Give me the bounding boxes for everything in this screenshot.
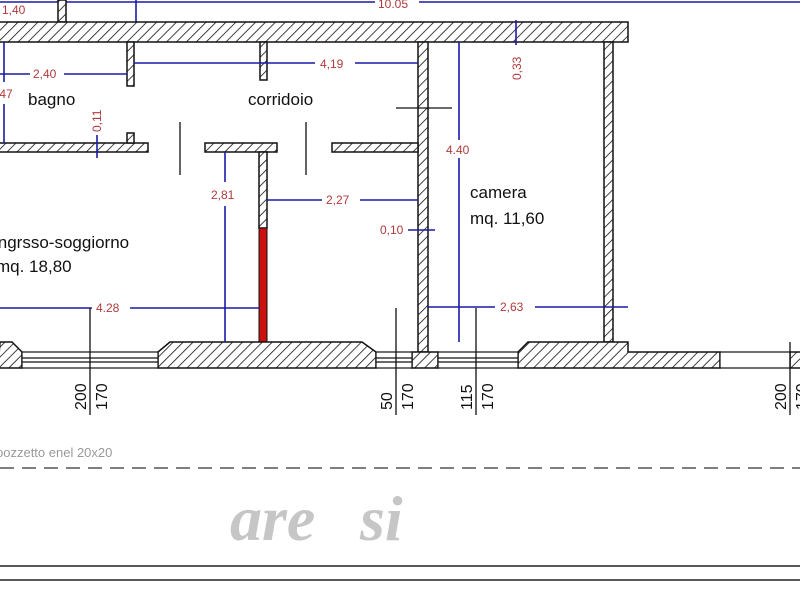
opening-2-bottom: 170 [400, 383, 417, 410]
opening-2-top: 50 [379, 392, 396, 410]
dimension-lines [0, 20, 628, 342]
walls [0, 0, 800, 369]
opening-labels: 200 170 50 170 115 170 200 170 [73, 308, 800, 415]
room-camera: camera [470, 183, 527, 202]
highlight-wall [258, 227, 268, 343]
opening-3-top: 115 [459, 384, 476, 410]
room-soggiorno-area: mq. 18,80 [0, 257, 72, 276]
dim-top-total: 10.05 [378, 0, 408, 11]
dim-camera-height: 4.40 [446, 143, 470, 157]
dim-bagno-width: 2,40 [33, 67, 57, 81]
dim-top-left: 1,40 [2, 3, 26, 17]
dim-bagno-height: ,47 [0, 87, 13, 101]
opening-4-top: 200 [773, 383, 790, 410]
dim-wall-011: 0,11 [90, 109, 104, 132]
svg-text:si: si [359, 483, 403, 554]
watermark: are si [230, 483, 403, 554]
opening-3-bottom: 170 [480, 383, 497, 410]
room-corridoio: corridoio [248, 90, 313, 109]
dim-wall-010: 0,10 [380, 223, 404, 237]
note-pozzetto: pozzetto enel 20x20 [0, 445, 112, 460]
dim-corridoio-width: 4,19 [320, 57, 344, 71]
opening-1-bottom: 170 [94, 383, 111, 410]
room-bagno: bagno [28, 90, 75, 109]
dim-wall-033: 0,33 [510, 56, 524, 80]
svg-text:are: are [230, 483, 315, 554]
dim-camera-width: 2,63 [500, 300, 524, 314]
dim-corr-piece: 2,27 [326, 193, 350, 207]
dim-soggiorno-height: 2,81 [211, 188, 235, 202]
room-camera-area: mq. 11,60 [470, 209, 544, 228]
opening-1-top: 200 [73, 383, 90, 410]
opening-4-bottom: 170 [794, 383, 800, 410]
room-soggiorno: ingrsso-soggiorno [0, 233, 129, 252]
dim-soggiorno-width: 4.28 [96, 301, 120, 315]
